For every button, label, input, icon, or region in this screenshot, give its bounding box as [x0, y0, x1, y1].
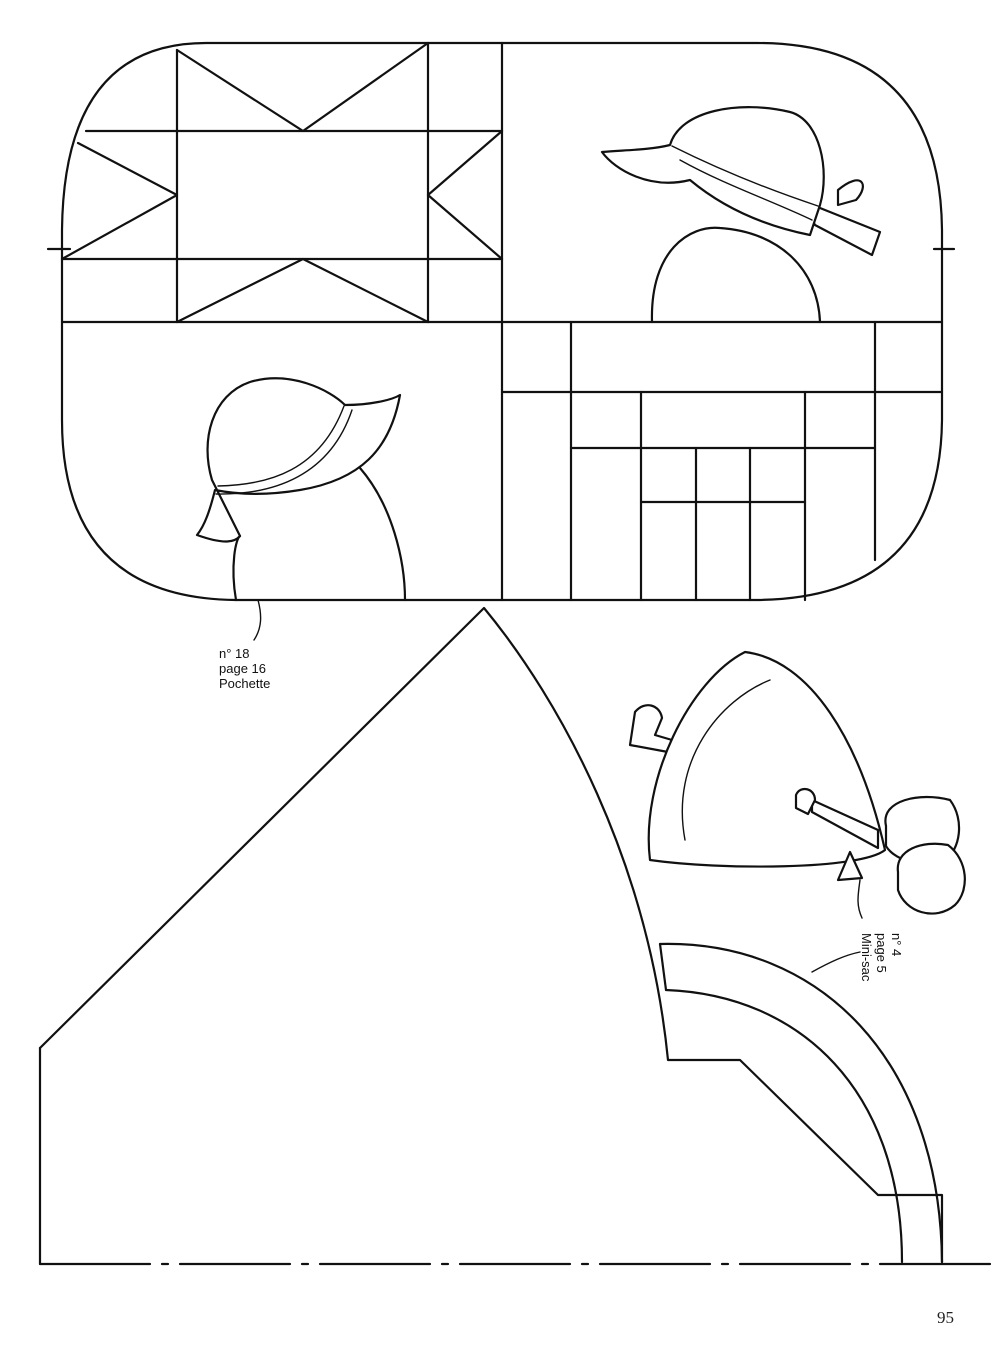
minisac-page: page 5 — [874, 933, 889, 973]
pochette-page: page 16 — [219, 661, 266, 676]
pochette-template — [46, 41, 956, 641]
pochette-number: n° 18 — [219, 646, 250, 661]
minisac-label: n° 4 page 5 Mini-sac — [859, 933, 904, 981]
minisac-title: Mini-sac — [859, 933, 874, 982]
minisac-leader-line — [857, 879, 863, 919]
strap-outer — [658, 942, 944, 1264]
minisac-outline — [38, 606, 944, 1264]
strap-inner — [664, 988, 904, 1264]
minisac-template — [38, 606, 992, 1266]
bonnet-girl-left — [195, 377, 407, 602]
pochette-title: Pochette — [219, 676, 271, 691]
bonnet-girl-right — [600, 106, 882, 324]
pochette-outline — [60, 41, 944, 602]
star-block — [60, 41, 504, 324]
log-cabin-block — [500, 320, 944, 602]
pochette-leader-line — [253, 599, 262, 641]
sunbonnet-figure — [628, 650, 966, 919]
pochette-label: n° 18 page 16 Pochette — [219, 646, 270, 691]
page-number: 95 — [937, 1308, 954, 1327]
minisac-number: n° 4 — [889, 933, 904, 957]
